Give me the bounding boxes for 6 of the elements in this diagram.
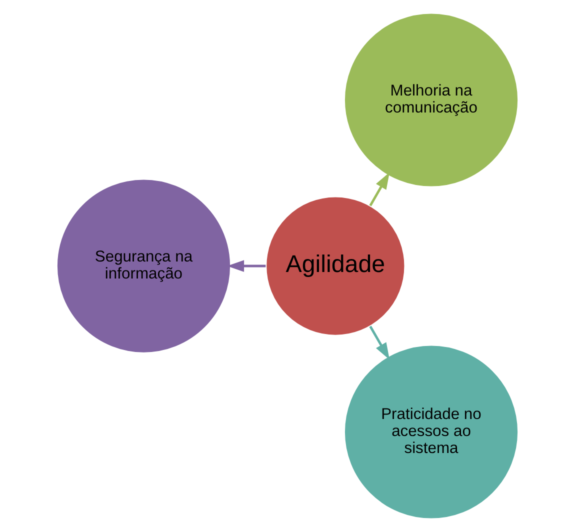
node-circle: Segurança na informação [56, 178, 231, 354]
node-circle: Melhoria na comunicação [343, 12, 518, 188]
node-circle: Agilidade [264, 196, 405, 336]
arrow [368, 172, 390, 206]
node-circle: Praticidade no acessos ao sistema [343, 344, 518, 520]
arrow [368, 326, 390, 360]
